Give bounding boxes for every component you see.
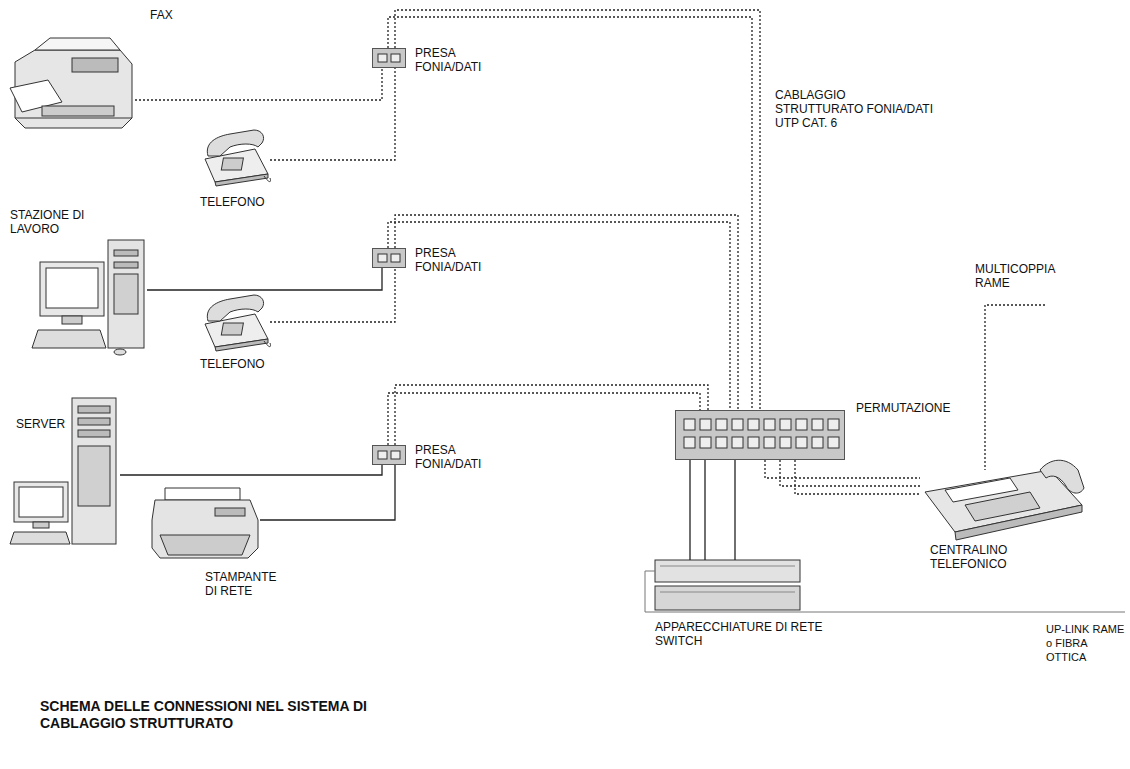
- patch-panel: PERMUTAZIONE: [675, 410, 845, 460]
- voice-cable: [765, 460, 920, 478]
- device-label: APPARECCHIATURE DI RETE SWITCH: [655, 620, 845, 648]
- socket-jacks: [373, 446, 405, 464]
- voice-data-socket: PRESA FONIA/DATI: [372, 445, 406, 465]
- port: [684, 437, 695, 448]
- multipair-label: MULTICOPPIA RAME: [975, 262, 1075, 290]
- voice-data-socket: PRESA FONIA/DATI: [372, 248, 406, 268]
- port: [748, 419, 759, 430]
- port: [732, 419, 743, 430]
- port: [812, 419, 823, 430]
- pbx-device: CENTRALINO TELEFONICO: [920, 455, 1085, 535]
- voice-cable: [795, 460, 920, 494]
- port: [716, 437, 727, 448]
- jack: [391, 254, 400, 262]
- voice-cable: [135, 68, 382, 100]
- device-label: CENTRALINO TELEFONICO: [930, 543, 1030, 571]
- port: [828, 419, 839, 430]
- fax-device: FAX: [10, 35, 135, 130]
- fax-machine: [10, 38, 132, 128]
- telephone: [205, 295, 271, 351]
- port: [716, 419, 727, 430]
- pbx: [925, 460, 1084, 540]
- port: [732, 437, 743, 448]
- voice-cable: [395, 10, 760, 410]
- jack: [378, 451, 387, 459]
- jack: [378, 254, 387, 262]
- panel-ports: [676, 411, 844, 459]
- port: [796, 437, 807, 448]
- data-cable: [120, 465, 382, 475]
- server: [10, 398, 116, 544]
- device-label: FAX: [150, 8, 210, 22]
- data-cable: [689, 460, 690, 560]
- device-label: TELEFONO: [200, 357, 290, 371]
- device-label: PRESA FONIA/DATI: [415, 443, 495, 471]
- jack: [391, 54, 400, 62]
- voice-cable: [388, 393, 700, 445]
- port: [796, 419, 807, 430]
- voice-cable: [395, 215, 738, 410]
- port: [700, 437, 711, 448]
- voice-data-socket: PRESA FONIA/DATI: [372, 48, 406, 68]
- data-cable: [734, 460, 735, 560]
- jack: [378, 54, 387, 62]
- port: [812, 437, 823, 448]
- socket-jacks: [373, 249, 405, 267]
- diagram-title: SCHEMA DELLE CONNESSIONI NEL SISTEMA DI …: [40, 698, 400, 732]
- device-label: TELEFONO: [200, 195, 290, 209]
- port: [764, 437, 775, 448]
- device-label: PRESA FONIA/DATI: [415, 246, 495, 274]
- network-printer: [152, 488, 258, 558]
- workstation: [32, 240, 144, 355]
- switch-device: APPARECCHIATURE DI RETE SWITCH: [655, 560, 800, 610]
- printer-device: STAMPANTE DI RETE: [150, 485, 260, 560]
- device-label: SERVER: [16, 417, 74, 431]
- port: [780, 419, 791, 430]
- telephone-device: TELEFONO: [200, 295, 270, 347]
- device-label: STAMPANTE DI RETE: [205, 570, 285, 598]
- device-label: PERMUTAZIONE: [856, 401, 966, 415]
- data-cable: [147, 268, 382, 290]
- port: [684, 419, 695, 430]
- uplink-label: UP-LINK RAME o FIBRA OTTICA: [1046, 622, 1126, 664]
- port: [828, 437, 839, 448]
- device-label: PRESA FONIA/DATI: [415, 46, 495, 74]
- data-cable: [260, 465, 395, 520]
- port: [780, 437, 791, 448]
- port: [764, 419, 775, 430]
- port: [748, 437, 759, 448]
- server-device: SERVER: [10, 395, 120, 545]
- port: [700, 419, 711, 430]
- telephone: [205, 130, 271, 186]
- data-cable: [704, 460, 705, 560]
- device-label: STAZIONE DI LAVORO: [10, 208, 90, 236]
- telephone-device: TELEFONO: [200, 130, 270, 182]
- voice-cable: [388, 222, 730, 410]
- voice-cable: [780, 460, 920, 486]
- voice-cable: [388, 17, 752, 410]
- copper-multipair-line: [985, 305, 1045, 470]
- voice-cable: [270, 268, 395, 322]
- switch-device: [645, 560, 1125, 612]
- voice-cable: [395, 385, 708, 445]
- voice-cable: [270, 68, 395, 160]
- jack: [391, 451, 400, 459]
- cabling-note: CABLAGGIO STRUTTURATO FONIA/DATI UTP CAT…: [775, 88, 935, 130]
- socket-jacks: [373, 49, 405, 67]
- workstation-device: STAZIONE DI LAVORO: [35, 240, 147, 355]
